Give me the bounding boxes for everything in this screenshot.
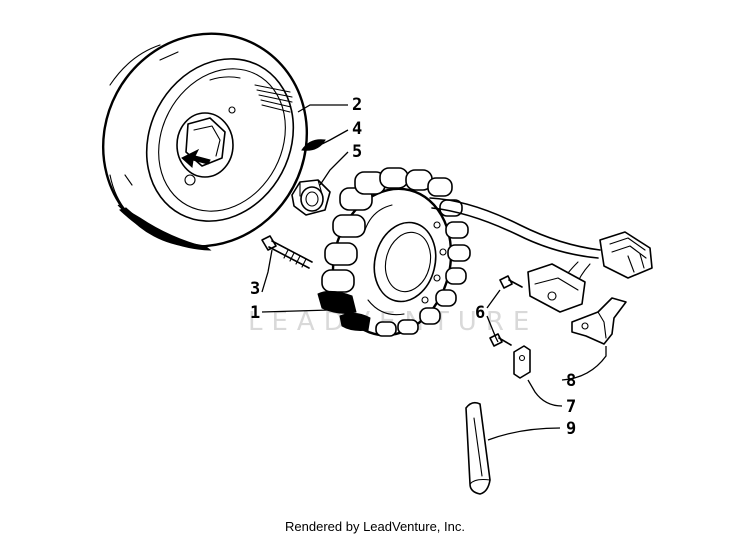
stator-bolt <box>261 235 313 269</box>
callout-4: 4 <box>352 119 362 139</box>
callout-2: 2 <box>352 95 362 115</box>
woodruff-key <box>301 139 326 151</box>
callout-7: 7 <box>566 397 576 417</box>
callout-3: 3 <box>250 279 260 299</box>
callout-8: 8 <box>566 371 576 391</box>
callout-6: 6 <box>475 303 485 323</box>
callout-1: 1 <box>250 303 260 323</box>
wire-harness <box>429 197 653 313</box>
flywheel-nut <box>291 179 331 216</box>
clip-hole <box>518 354 526 362</box>
callout-9: 9 <box>566 419 576 439</box>
mounting-bracket <box>571 297 627 345</box>
footer-credit: Rendered by LeadVenture, Inc. <box>285 519 465 534</box>
leader-lines <box>261 104 607 441</box>
flywheel <box>101 32 309 251</box>
retaining-strap <box>465 401 491 495</box>
screw-upper <box>499 275 523 289</box>
stator <box>317 167 471 337</box>
callout-5: 5 <box>352 142 362 162</box>
wire-clip <box>513 345 531 379</box>
